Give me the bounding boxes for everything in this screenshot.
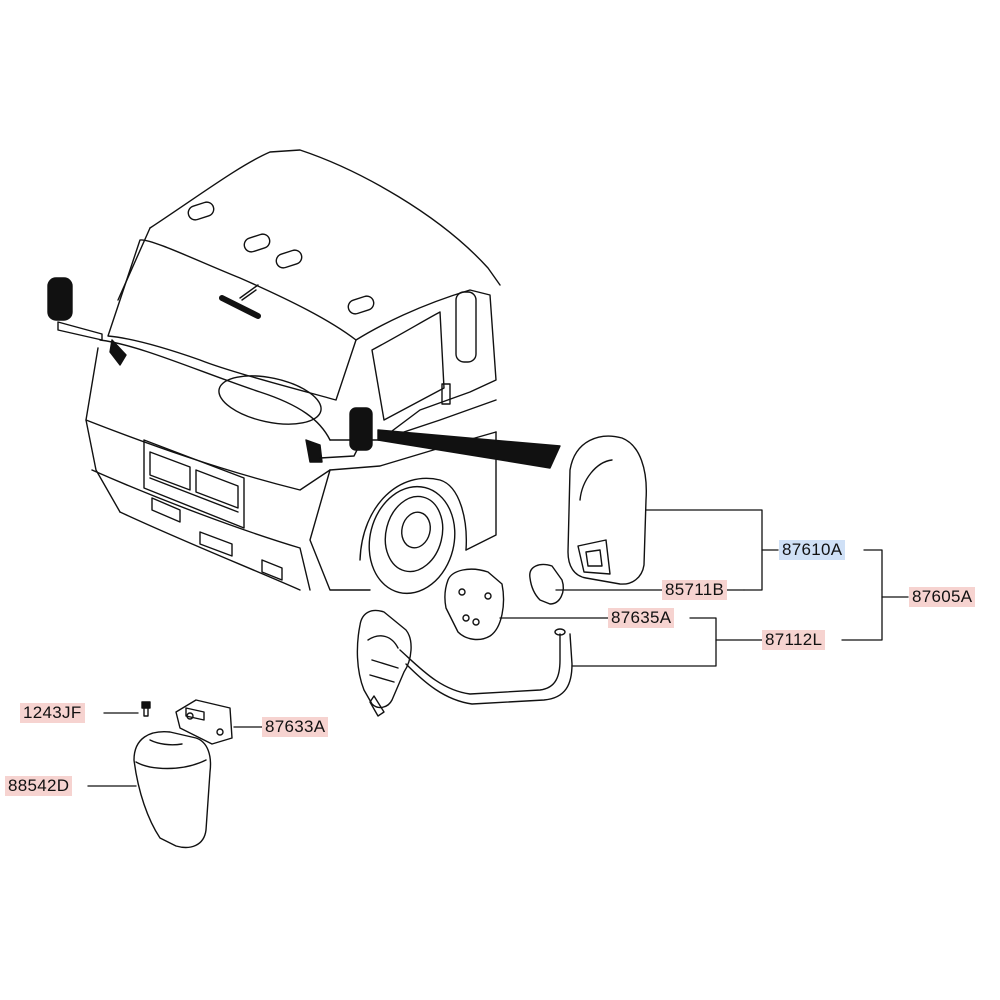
part-label-87610A[interactable]: 87610A: [779, 540, 846, 560]
screw-part[interactable]: [141, 701, 151, 717]
cover-part[interactable]: [133, 731, 212, 849]
part-label-87633A[interactable]: 87633A: [262, 717, 329, 737]
part-label-1243JF[interactable]: 1243JF: [20, 703, 85, 723]
mirror-arm-part[interactable]: [356, 609, 573, 717]
mirror-head-part[interactable]: [567, 435, 647, 585]
mirror-glass-part[interactable]: [529, 563, 564, 605]
bracket-part[interactable]: [175, 699, 233, 745]
mount-plate-part[interactable]: [444, 568, 505, 641]
part-label-87635A[interactable]: 87635A: [608, 608, 675, 628]
truck-cab-illustration: [47, 149, 561, 595]
leader-lines: [87, 509, 909, 787]
part-label-87112L[interactable]: 87112L: [762, 630, 826, 650]
part-label-85711B[interactable]: 85711B: [662, 580, 728, 600]
part-label-87605A[interactable]: 87605A: [909, 587, 976, 607]
part-label-88542D[interactable]: 88542D: [5, 776, 73, 796]
